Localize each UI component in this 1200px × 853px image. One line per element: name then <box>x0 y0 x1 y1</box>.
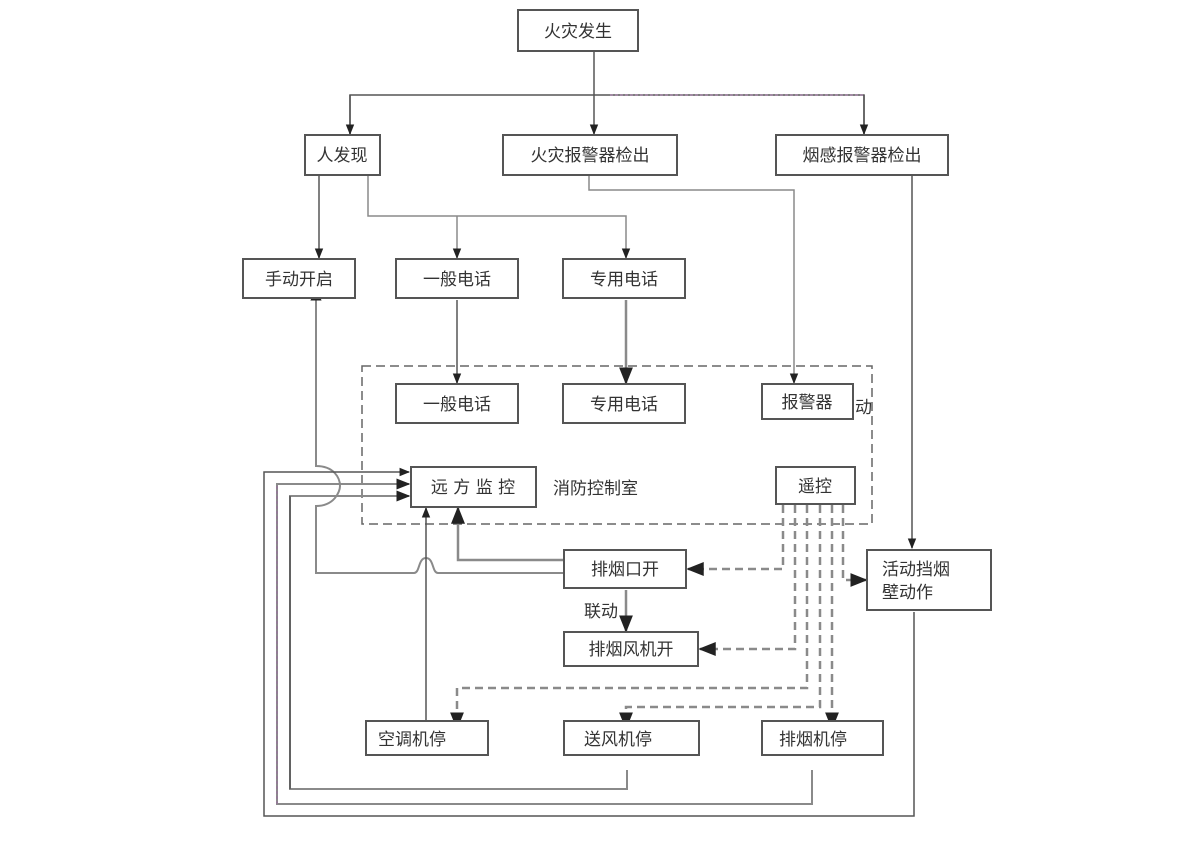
node-general-phone-2: 一般电话 <box>395 383 519 424</box>
linkage-label: 联动 <box>584 602 618 622</box>
svg-text:壁动作: 壁动作 <box>882 583 933 603</box>
node-supply-fan-stop: 送风机停 <box>563 720 700 756</box>
svg-text:遥控: 遥控 <box>798 477 832 497</box>
edge-person-to-dedicated <box>367 176 631 260</box>
svg-text:远 方 监 控: 远 方 监 控 <box>431 478 515 498</box>
svg-text:手动开启: 手动开启 <box>265 270 333 290</box>
svg-text:报警器: 报警器 <box>782 393 833 413</box>
svg-text:排烟风机开: 排烟风机开 <box>589 640 674 660</box>
node-dedicated-phone-2: 专用电话 <box>562 383 686 424</box>
edge-vent-to-monitor <box>451 506 564 562</box>
node-smoke-exhaust-stop: 排烟机停 <box>761 720 884 756</box>
node-smoke-barrier: 活动挡烟 壁动作 <box>866 549 992 611</box>
node-ac-stop: 空调机停 <box>365 720 489 756</box>
svg-text:活动挡烟: 活动挡烟 <box>882 560 950 580</box>
connectors <box>263 52 917 817</box>
node-dedicated-phone-1: 专用电话 <box>562 258 686 299</box>
edge-alarmdetect-to-alarm <box>588 176 799 385</box>
edge-barrier-to-monitor <box>263 467 915 817</box>
control-room-label: 消防控制室 <box>553 479 638 499</box>
svg-text:排烟口开: 排烟口开 <box>591 560 659 580</box>
node-smoke-vent-open: 排烟口开 <box>563 549 687 589</box>
node-remote-control: 遥控 <box>775 466 856 505</box>
node-person-detects: 人发现 <box>304 134 381 176</box>
svg-text:空调机停: 空调机停 <box>378 730 446 750</box>
edge-vent-to-manual <box>310 286 564 574</box>
node-fire-alarm-detect: 火灾报警器检出 <box>502 134 678 176</box>
edge-remote-to-supply <box>619 505 822 730</box>
svg-text:火灾发生: 火灾发生 <box>544 22 612 42</box>
svg-text:专用电话: 专用电话 <box>590 395 658 415</box>
truncated-label: 动 <box>855 398 872 418</box>
svg-text:人发现: 人发现 <box>317 146 368 166</box>
edge-remote-to-barrier <box>841 505 868 587</box>
node-manual-open: 手动开启 <box>242 258 356 299</box>
node-smoke-alarm-detect: 烟感报警器检出 <box>775 134 949 176</box>
svg-text:一般电话: 一般电话 <box>423 270 491 290</box>
edge-fire-split <box>349 94 865 134</box>
edge-remote-to-vent <box>686 505 785 576</box>
svg-text:专用电话: 专用电话 <box>590 270 658 290</box>
node-smoke-fan-on: 排烟风机开 <box>563 631 699 667</box>
svg-text:送风机停: 送风机停 <box>584 730 652 750</box>
edge-remote-to-fan <box>698 505 797 656</box>
svg-text:火灾报警器检出: 火灾报警器检出 <box>531 146 650 166</box>
control-room-region <box>361 365 873 525</box>
svg-text:排烟机停: 排烟机停 <box>779 730 847 750</box>
node-alarm: 报警器 <box>761 383 854 420</box>
edge-exhaust-to-monitor <box>276 478 813 805</box>
svg-text:烟感报警器检出: 烟感报警器检出 <box>803 146 922 166</box>
node-fire-occurs: 火灾发生 <box>517 9 639 52</box>
svg-text:一般电话: 一般电话 <box>423 395 491 415</box>
node-remote-monitor: 远 方 监 控 <box>410 466 537 508</box>
node-general-phone-1: 一般电话 <box>395 258 519 299</box>
edge-remote-to-ac <box>450 505 809 730</box>
